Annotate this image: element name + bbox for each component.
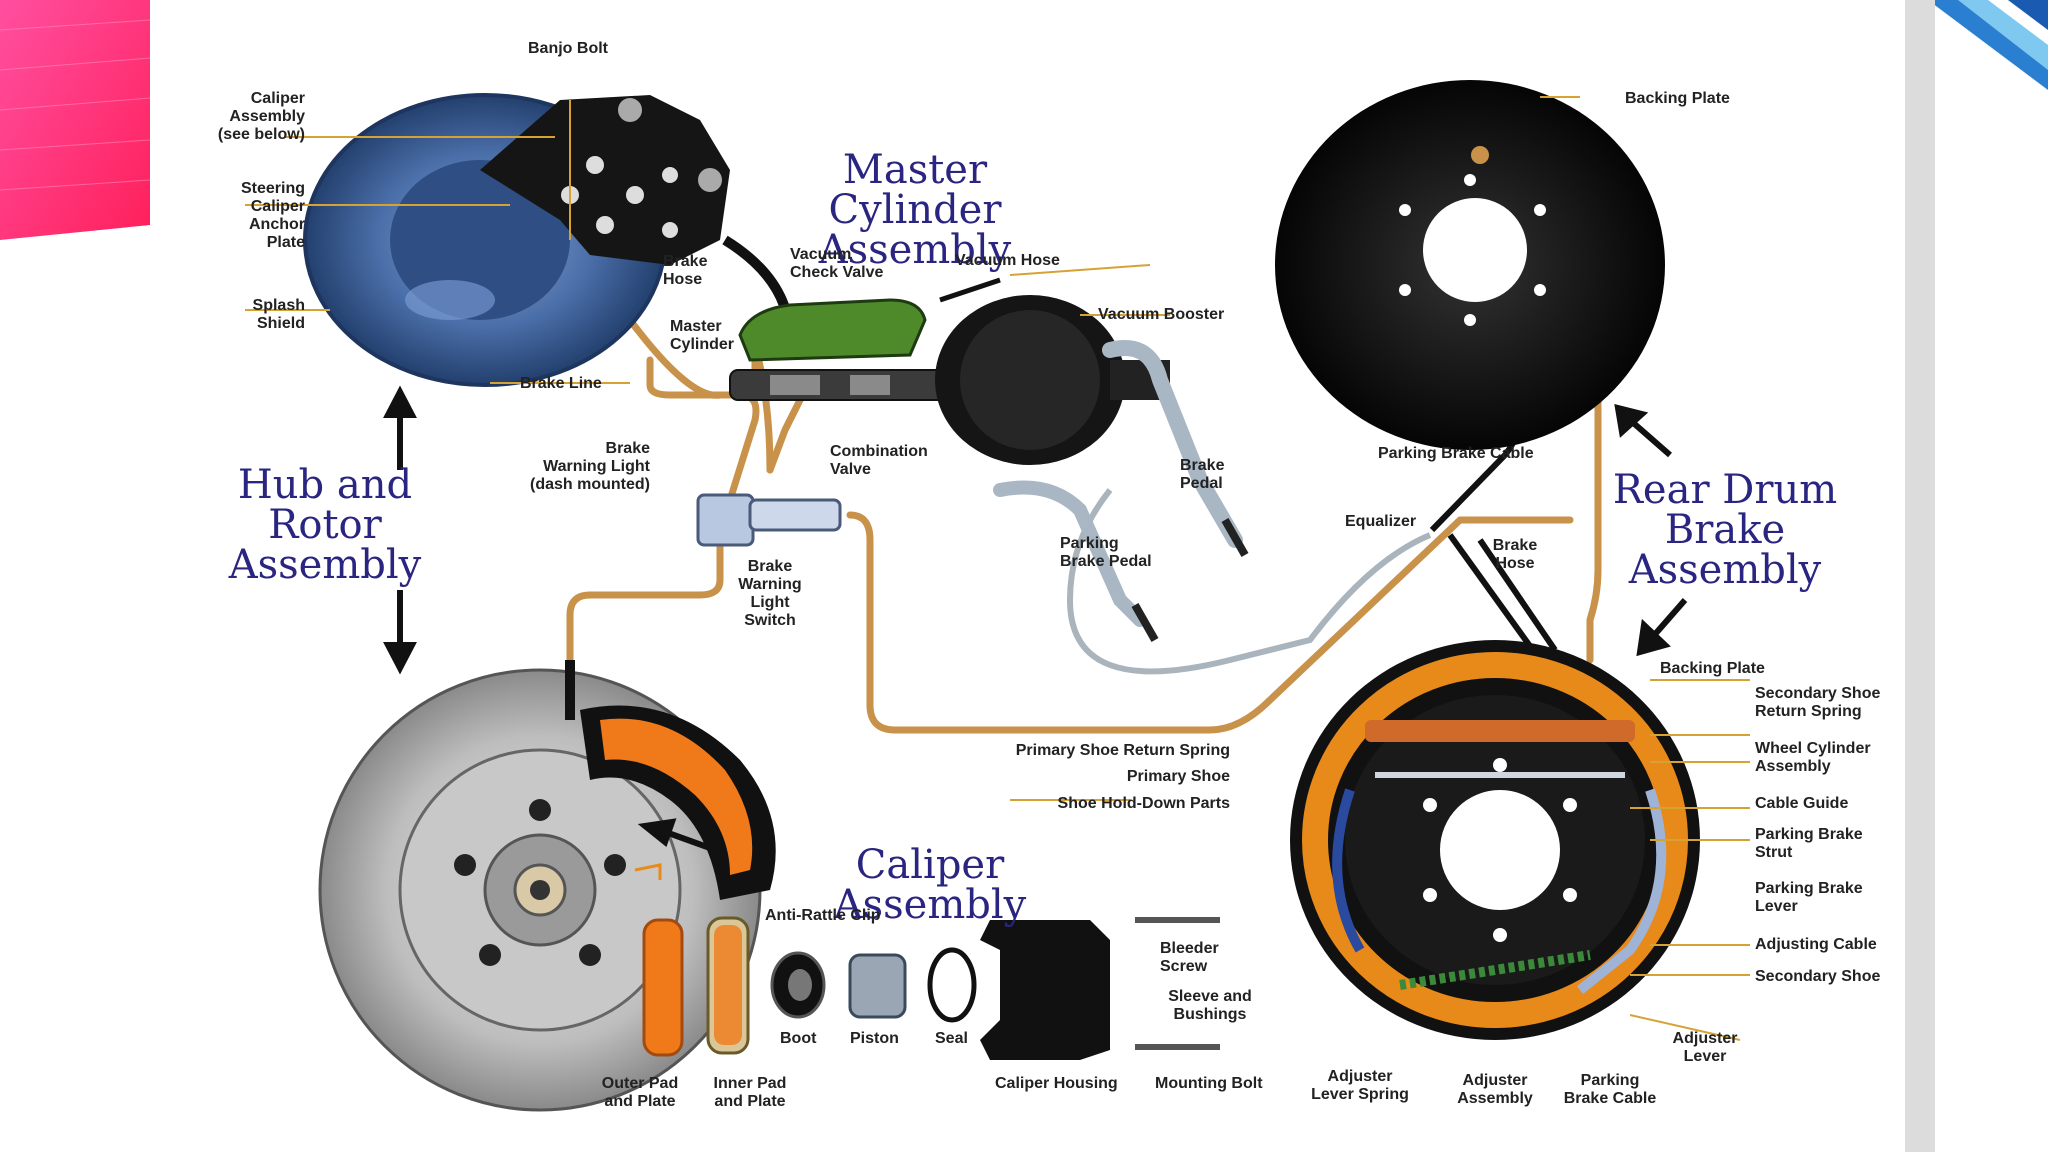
label-primary-shoe-return-spring: Primary Shoe Return Spring (1015, 742, 1230, 759)
label-primary-shoe: Primary Shoe (1126, 768, 1230, 785)
label-parking-brake-pedal: Parking Brake Pedal (1060, 535, 1152, 570)
label-parking-brake-cable-bottom: Parking Brake Cable (1563, 1072, 1657, 1107)
label-piston: Piston (850, 1030, 899, 1047)
label-banjo-bolt: Banjo Bolt (528, 40, 608, 57)
label-parking-brake-strut: Parking Brake Strut (1755, 826, 1863, 861)
label-wheel-cylinder-assembly: Wheel Cylinder Assembly (1755, 740, 1871, 775)
label-caliper-housing: Caliper Housing (995, 1075, 1118, 1092)
label-combination-valve: Combination Valve (830, 443, 928, 478)
arrows (383, 385, 1688, 851)
label-adjuster-assembly: Adjuster Assembly (1457, 1072, 1533, 1107)
slide-decoration-right (1928, 0, 2048, 90)
label-master-cylinder: Master Cylinder (670, 318, 735, 353)
label-adjuster-lever: Adjuster Lever (1672, 1030, 1738, 1065)
label-vacuum-booster: Vacuum Booster (1098, 306, 1225, 323)
label-splash-shield: Splash Shield (252, 297, 305, 332)
label-boot: Boot (780, 1030, 817, 1047)
label-brake-warning-light: Brake Warning Light (dash mounted) (530, 440, 650, 493)
label-seal: Seal (935, 1030, 968, 1047)
slide-decoration-left (0, 0, 150, 240)
caliper-parts-art (634, 863, 1220, 1060)
parking-brake-cable (1066, 488, 1432, 675)
label-vacuum-hose: Vacuum Hose (955, 252, 1060, 269)
label-parking-brake-lever: Parking Brake Lever (1755, 880, 1863, 915)
title-master-cylinder-assembly: Master Cylinder Assembly (818, 147, 1012, 273)
diagram-artwork (245, 80, 1750, 1112)
pedals-art (993, 340, 1249, 642)
combination-valve-art (696, 493, 842, 547)
label-secondary-shoe-return-spring: Secondary Shoe Return Spring (1755, 685, 1881, 720)
label-bleeder-screw: Bleeder Screw (1160, 940, 1219, 975)
label-anti-rattle-clip: Anti-Rattle Clip (765, 907, 881, 924)
master-cylinder-art (729, 277, 1170, 465)
label-cable-guide: Cable Guide (1755, 795, 1849, 812)
title-caliper-assembly: Caliper Assembly (833, 842, 1027, 928)
slide-right-gutter (1905, 0, 1935, 1152)
label-brake-warning-light-switch: Brake Warning Light Switch (738, 558, 802, 629)
title-rear-drum-brake-assembly: Rear Drum Brake Assembly (1612, 467, 1838, 593)
label-backing-plate-top: Backing Plate (1625, 90, 1730, 107)
label-sleeve-and-bushings: Sleeve and Bushings (1168, 988, 1252, 1023)
label-brake-pedal: Brake Pedal (1180, 457, 1225, 492)
label-brake-hose-front: Brake Hose (663, 253, 708, 288)
label-secondary-shoe: Secondary Shoe (1755, 968, 1881, 985)
label-shoe-hold-down-parts: Shoe Hold-Down Parts (1057, 795, 1230, 812)
label-brake-line: Brake Line (520, 375, 602, 392)
label-mounting-bolt: Mounting Bolt (1155, 1075, 1263, 1092)
label-adjuster-lever-spring: Adjuster Lever Spring (1311, 1068, 1409, 1103)
title-hub-rotor-assembly: Hub and Rotor Assembly (228, 462, 422, 588)
label-brake-hose-rear: Brake Hose (1492, 537, 1538, 572)
brake-system-diagram: Master Cylinder Assembly Hub and Rotor A… (150, 0, 1905, 1152)
rear-backing-plate (1275, 80, 1665, 450)
label-equalizer: Equalizer (1345, 513, 1417, 530)
label-vacuum-check-valve: Vacuum Check Valve (790, 246, 884, 281)
label-parking-brake-cable-top: Parking Brake Cable (1378, 445, 1534, 462)
label-caliper-assembly: Caliper Assembly (see below) (217, 90, 305, 143)
label-outer-pad-and-plate: Outer Pad and Plate (601, 1075, 679, 1110)
label-inner-pad-and-plate: Inner Pad and Plate (713, 1075, 787, 1110)
label-backing-plate-bottom: Backing Plate (1660, 660, 1765, 677)
rear-drum-brake-art (1290, 640, 1700, 1040)
leader-lines (245, 96, 1750, 1041)
label-adjusting-cable: Adjusting Cable (1755, 936, 1877, 953)
label-steering-caliper-anchor-plate: Steering Caliper Anchor Plate (240, 180, 305, 251)
